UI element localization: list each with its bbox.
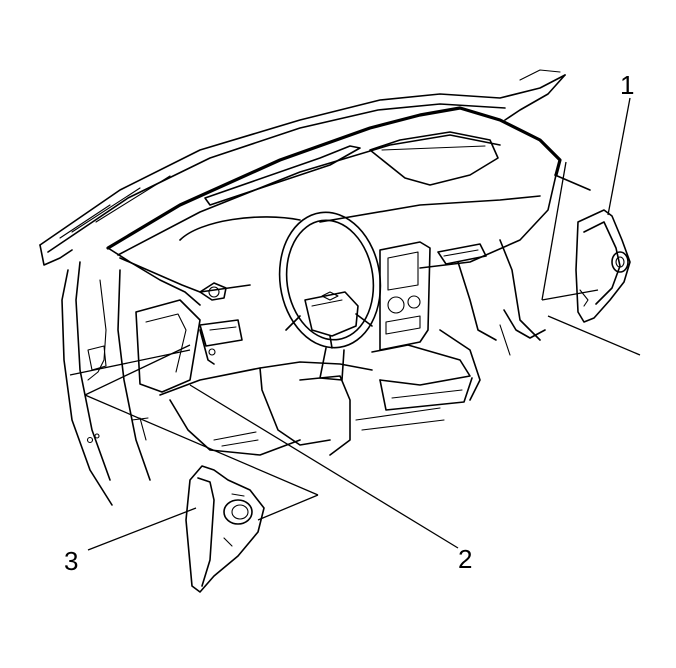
left-kick-panel bbox=[185, 465, 265, 593]
dash-top bbox=[106, 106, 562, 269]
callout-2: 2 bbox=[458, 544, 473, 574]
left-door-opening bbox=[61, 261, 151, 506]
floor-tunnel bbox=[159, 329, 481, 456]
driver-panel bbox=[107, 216, 301, 393]
center-stack bbox=[371, 241, 487, 411]
right-door-opening bbox=[457, 174, 591, 356]
leader-lines bbox=[69, 97, 641, 551]
windshield-frame bbox=[39, 69, 566, 266]
steering-wheel bbox=[278, 211, 382, 381]
right-kick-panel bbox=[575, 209, 631, 323]
callout-1: 1 bbox=[620, 70, 635, 100]
callout-3: 3 bbox=[64, 546, 79, 576]
